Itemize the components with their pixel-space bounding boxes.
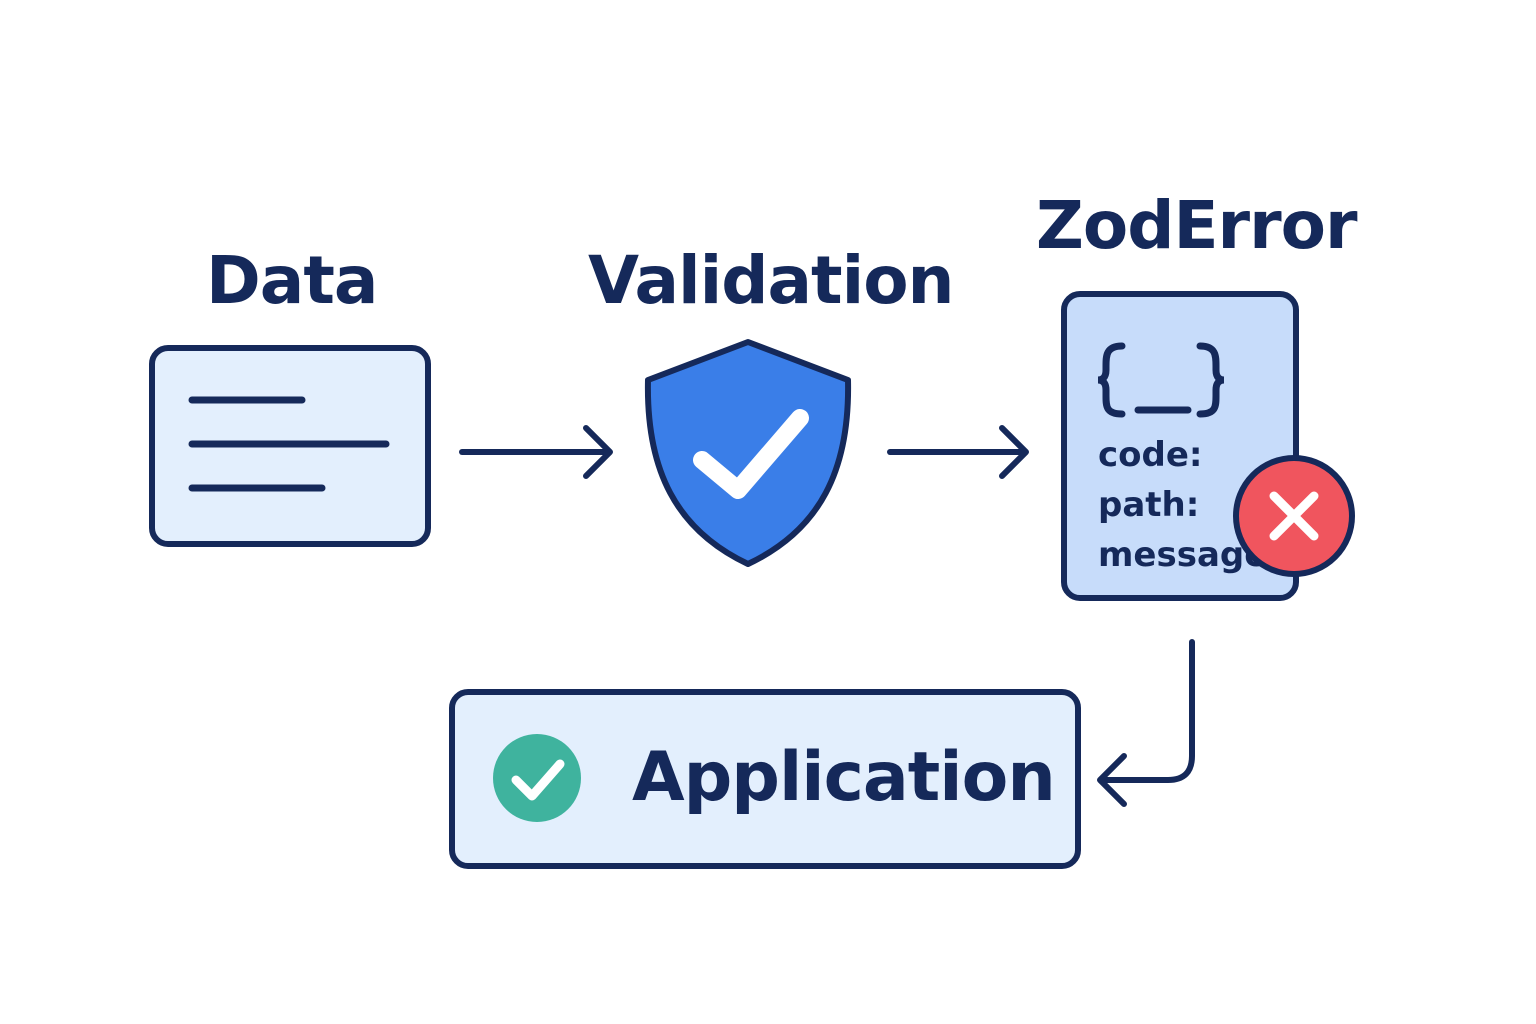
success-check-icon	[493, 734, 581, 822]
arrow-data-to-validation	[459, 425, 613, 479]
json-braces-icon	[1097, 342, 1225, 418]
arrow-validation-to-zoderror	[887, 425, 1029, 479]
arrow-zoderror-to-application	[1097, 639, 1195, 807]
data-document-icon	[149, 345, 431, 547]
application-label: Application	[632, 738, 1056, 817]
zoderror-title: ZodError	[1036, 187, 1358, 264]
error-x-icon	[1233, 455, 1355, 577]
shield-check-icon	[644, 339, 852, 567]
zoderror-field-code: code:	[1098, 435, 1203, 475]
zoderror-field-path: path:	[1098, 485, 1200, 525]
data-title: Data	[206, 242, 378, 319]
validation-title: Validation	[588, 242, 955, 319]
application-box	[449, 689, 1081, 869]
